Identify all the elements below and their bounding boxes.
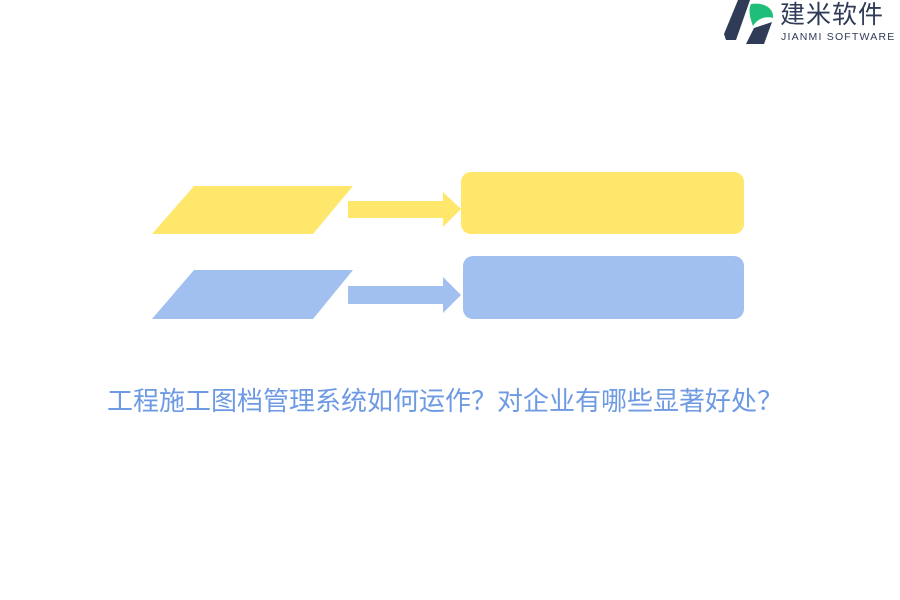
jianmi-logo-icon	[724, 0, 774, 44]
input-parallelogram-blue	[152, 270, 353, 319]
output-box-blue	[463, 256, 744, 319]
brand-name-cn: 建米软件	[780, 0, 885, 29]
output-box-yellow	[461, 172, 744, 234]
brand-logo: 建米软件 JIANMI SOFTWARE	[724, 0, 900, 48]
arrow-right-yellow	[348, 192, 461, 227]
brand-name-en: JIANMI SOFTWARE	[781, 31, 896, 43]
input-parallelogram-yellow	[152, 186, 353, 234]
page-title: 工程施工图档管理系统如何运作？对企业有哪些显著好处？	[106, 387, 783, 417]
arrow-right-blue	[348, 277, 461, 313]
